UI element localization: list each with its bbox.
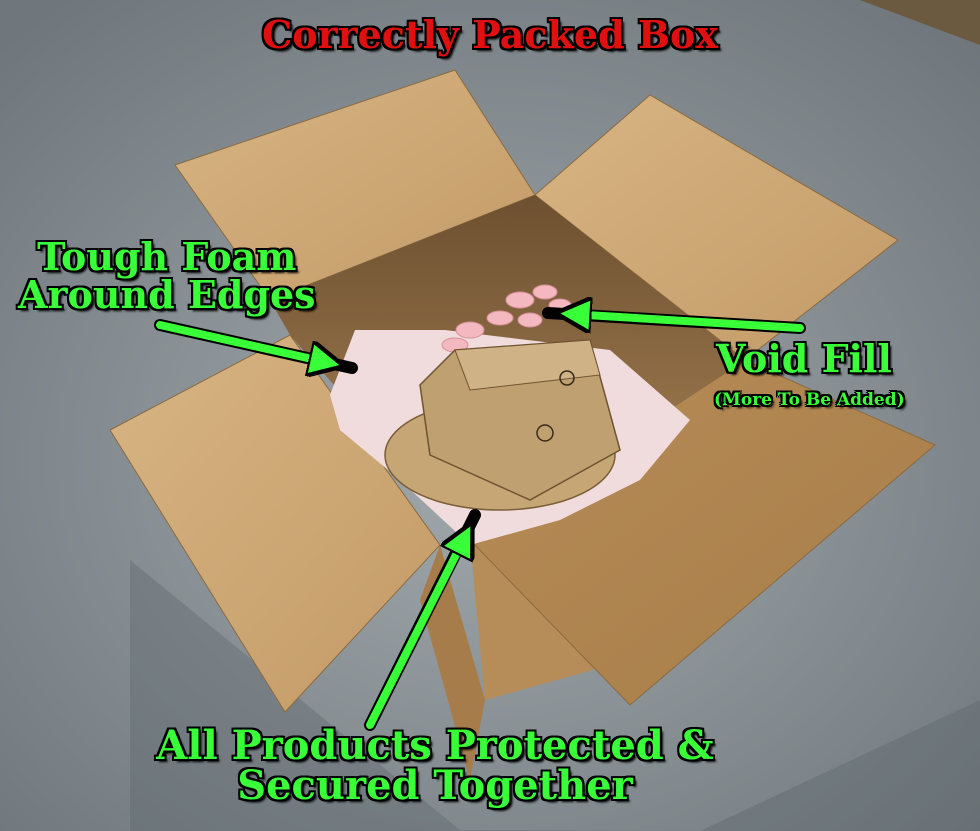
flap-left	[109, 334, 441, 713]
pallet-corner	[860, 0, 980, 45]
products-annotation-line2: Secured Together	[237, 762, 633, 809]
image-title: Correctly Packed Box	[262, 12, 718, 57]
arrow-void-fill	[570, 314, 804, 328]
product-mark-2	[559, 370, 575, 386]
void-fill-annotation: Void Fill	[716, 336, 892, 381]
void-fill-subtitle: (More To Be Added)	[714, 390, 905, 410]
foam-annotation-line2: Around Edges	[18, 272, 316, 317]
product-block-top	[454, 339, 601, 391]
products-annotation: All Products Protected & Secured Togethe…	[0, 726, 870, 806]
foam-annotation-line1: Tough Foam	[37, 234, 297, 279]
arrow-foam-fill	[156, 321, 330, 363]
arrow-products-fill	[366, 535, 466, 729]
product-mark	[536, 424, 554, 442]
products-annotation-line1: All Products Protected &	[156, 722, 714, 769]
floor-shadow	[130, 560, 980, 831]
foam-annotation: Tough Foam Around Edges	[18, 238, 316, 314]
